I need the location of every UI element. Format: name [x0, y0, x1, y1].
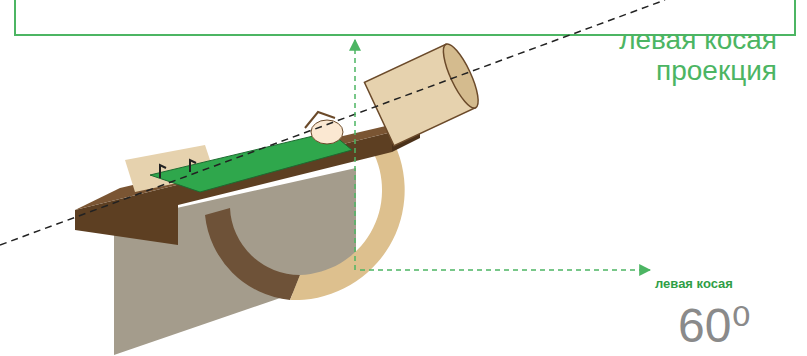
- patient-feet: [160, 160, 196, 178]
- angle-caption: левая косая: [655, 276, 733, 291]
- patient-head: [311, 120, 343, 144]
- beam-axis: [0, 0, 665, 245]
- patient-arm: [305, 112, 335, 128]
- projection-title: левая косая проекция: [527, 24, 777, 86]
- detector-tube: [364, 40, 484, 146]
- vertical-arrow: [354, 40, 356, 270]
- c-arm-lower: [205, 208, 300, 300]
- angle-value: 60⁰: [678, 300, 751, 352]
- angle-arrow: [360, 269, 650, 271]
- table-top: [75, 118, 420, 210]
